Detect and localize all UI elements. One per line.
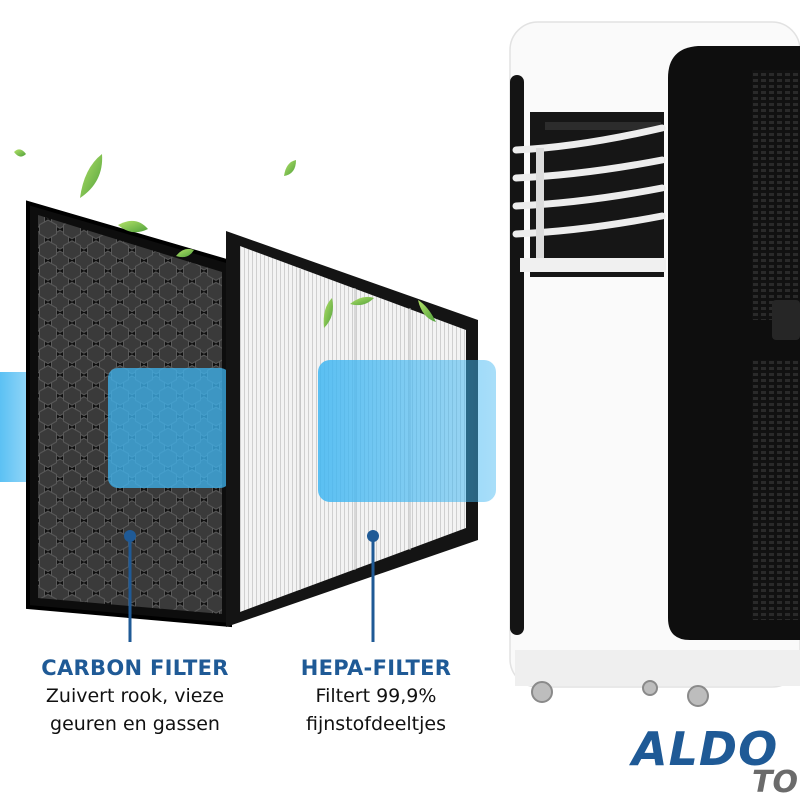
carbon-filter-title: CARBON FILTER — [41, 656, 229, 680]
pointer-dot-icon — [124, 530, 379, 642]
hepa-filter-label: HEPA-FILTER Filtert 99,9% fijnstofdeeltj… — [262, 656, 490, 738]
hepa-filter-desc-line2: fijnstofdeeltjes — [306, 713, 446, 735]
airflow-band-hepa — [318, 360, 496, 502]
carbon-filter-desc-line1: Zuivert rook, vieze — [45, 685, 225, 707]
hepa-filter-desc-line1: Filtert 99,9% — [315, 685, 437, 707]
airflow-band-carbon — [108, 368, 230, 488]
brand-logo-sub: TO — [752, 765, 798, 800]
air-conditioner-unit — [509, 21, 800, 707]
carbon-filter-label: CARBON FILTER Zuivert rook, vieze geuren… — [10, 656, 260, 738]
hepa-filter-title: HEPA-FILTER — [300, 656, 452, 680]
carbon-filter-desc-line2: geuren en gassen — [50, 713, 220, 735]
brand-logo: ALDO — [632, 722, 779, 776]
leaf-icon — [14, 149, 436, 328]
